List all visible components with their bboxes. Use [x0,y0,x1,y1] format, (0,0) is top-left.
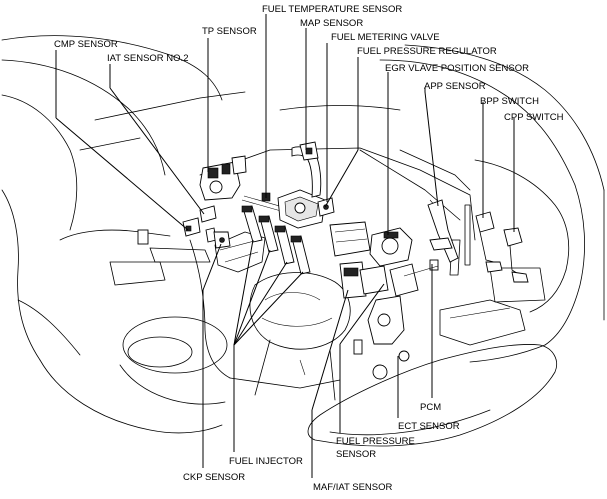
leader-lines [55,14,515,478]
label-iat-sensor-no2: IAT SENSOR NO.2 [107,53,188,64]
label-fuel-metering-valve: FUEL METERING VALVE [331,32,440,43]
label-ect-sensor: ECT SENSOR [398,421,460,432]
fuel-injector-leader-b [233,249,271,346]
throttle-body [199,155,247,201]
ckp-sensor-leader-2 [202,243,222,291]
fuel-pressure-regulator-leader-2 [324,149,359,208]
label-app-sensor: APP SENSOR [424,81,486,92]
label-tp-sensor: TP SENSOR [202,26,257,37]
label-maf-iat-sensor: MAF/IAT SENSOR [313,482,392,493]
iat-sensor-no2-leader-2 [109,87,205,215]
app-sensor-leader-2 [424,91,439,207]
maf-iat-sensor-leader-2 [311,289,349,411]
ckp-sensor-part [213,231,231,249]
label-fuel-pressure-regulator: FUEL PRESSURE REGULATOR [357,46,497,57]
engine-assembly [109,147,546,401]
callout-labels: FUEL TEMPERATURE SENSOR MAP SENSOR TP SE… [54,4,564,493]
label-fuel-temperature-sensor: FUEL TEMPERATURE SENSOR [262,4,402,15]
fuel-pump-area [261,141,335,229]
fuel-injector-leader-d [233,271,304,346]
label-pcm: PCM [420,402,441,413]
cmp-sensor-leader-2 [55,117,189,231]
fuel-injector-leader-c [233,261,288,346]
label-egr-valve-position-sensor: EGR VLAVE POSITION SENSOR [385,63,529,74]
pedal-assemblies [427,199,529,283]
vehicle-body-outline [1,35,605,434]
intake-sensors [339,259,439,345]
label-fuel-pressure-sensor-line2: SENSOR [336,449,376,460]
cmp-sensor-part [182,217,201,237]
label-cmp-sensor: CMP SENSOR [54,39,118,50]
label-cpp-switch: CPP SWITCH [504,112,564,123]
fuel-pressure-sensor-leader-2 [339,283,385,345]
fuel-injector-parts [241,195,323,275]
label-bpp-switch: BPP SWITCH [480,96,539,107]
fuel-injector-leader-a [233,239,254,346]
label-fuel-pressure-sensor-line1: FUEL PRESSURE [336,436,415,447]
iat-sensor-no2-part [199,205,217,243]
label-map-sensor: MAP SENSOR [300,18,363,29]
front-bumper-shapes [119,316,557,447]
label-fuel-injector: FUEL INJECTOR [229,456,303,467]
egr-valve [329,221,413,267]
label-ckp-sensor: CKP SENSOR [183,472,245,483]
